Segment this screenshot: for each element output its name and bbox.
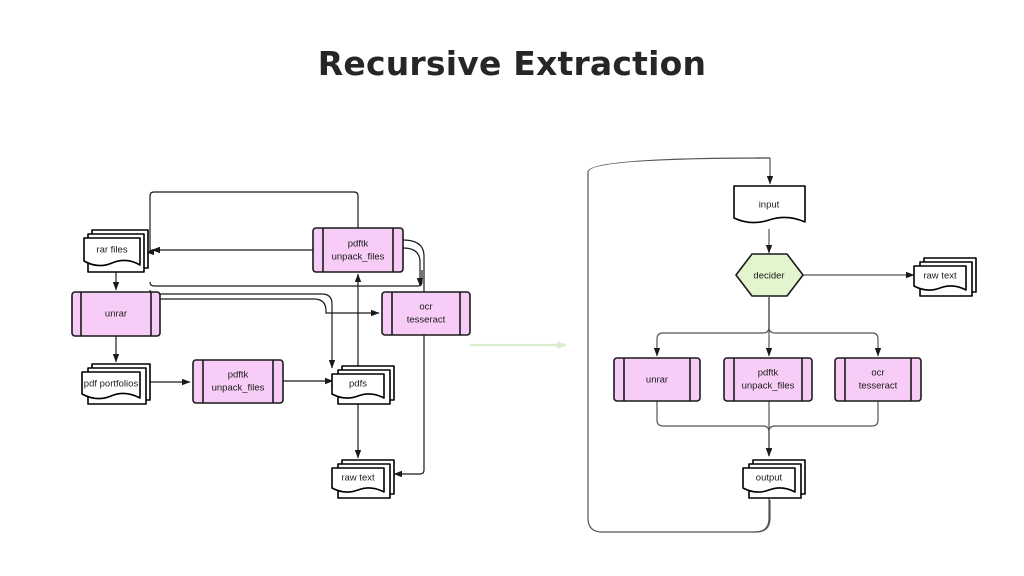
right-panel-edges xyxy=(653,158,915,533)
node-label-unrar-right: unrar xyxy=(646,375,668,386)
node-label-decider: decider xyxy=(753,271,784,282)
edge-pdftk-upper-to-ocr xyxy=(402,247,424,287)
node-pdftk-unpack-files-right[interactable]: pdftk unpack_files xyxy=(723,357,813,402)
node-label-ocr-left-line2: tesseract xyxy=(407,315,446,326)
node-pdfs[interactable]: pdfs xyxy=(331,365,395,405)
node-label-rar-files: rar files xyxy=(96,245,127,256)
edge-loop-to-pdfs xyxy=(149,289,336,369)
edge-loop-to-ocr xyxy=(149,294,380,317)
edge-output-to-loop xyxy=(754,498,770,533)
edge-pdftk-upper-to-rar-files-top xyxy=(145,191,359,256)
node-label-ocr-right-line2: tesseract xyxy=(859,381,898,392)
node-input[interactable]: input xyxy=(733,185,806,224)
node-pdftk-unpack-files-upper[interactable]: pdftk unpack_files xyxy=(312,227,404,273)
node-label-ocr-right-line1: ocr xyxy=(871,368,884,379)
node-label-pdf-portfolios: pdf portfolios xyxy=(84,379,139,390)
node-label-pdftk-upper-line2: unpack_files xyxy=(332,252,385,263)
node-label-ocr-left-line1: ocr xyxy=(419,302,432,313)
node-raw-text-left[interactable]: raw text xyxy=(331,459,395,499)
node-label-pdftk-lower-line1: pdftk xyxy=(228,370,249,381)
edge-ocr-to-raw-text xyxy=(393,239,425,478)
node-ocr-tesseract-left[interactable]: ocr tesseract xyxy=(381,291,471,336)
node-label-unrar-left: unrar xyxy=(105,309,127,320)
node-pdftk-unpack-files-lower[interactable]: pdftk unpack_files xyxy=(192,359,284,404)
page-title: Recursive Extraction xyxy=(317,44,707,83)
left-panel-edges xyxy=(112,191,425,478)
node-label-pdftk-upper-line1: pdftk xyxy=(348,239,369,250)
node-label-pdfs: pdfs xyxy=(349,379,367,390)
node-unrar-left[interactable]: unrar xyxy=(71,291,161,337)
edge-unrar-to-output xyxy=(656,401,773,457)
node-unrar-right[interactable]: unrar xyxy=(613,357,701,402)
node-label-raw-text-left: raw text xyxy=(341,473,375,484)
node-label-pdftk-right-line2: unpack_files xyxy=(742,381,795,392)
node-rar-files[interactable]: rar files xyxy=(83,229,149,273)
edge-decider-to-ocr xyxy=(768,297,882,357)
node-label-input: input xyxy=(759,200,780,211)
edge-decider-to-unrar xyxy=(653,297,770,357)
node-label-raw-text-right: raw text xyxy=(923,271,957,282)
node-label-output: output xyxy=(756,473,783,484)
node-decider[interactable]: decider xyxy=(735,253,804,297)
node-output[interactable]: output xyxy=(742,459,806,499)
node-label-pdftk-right-line1: pdftk xyxy=(758,368,779,379)
node-pdf-portfolios[interactable]: pdf portfolios xyxy=(81,363,151,405)
edge-ocr-to-output xyxy=(765,401,879,457)
node-ocr-tesseract-right[interactable]: ocr tesseract xyxy=(834,357,922,402)
node-label-pdftk-lower-line2: unpack_files xyxy=(212,383,265,394)
node-raw-text-right[interactable]: raw text xyxy=(913,257,977,297)
